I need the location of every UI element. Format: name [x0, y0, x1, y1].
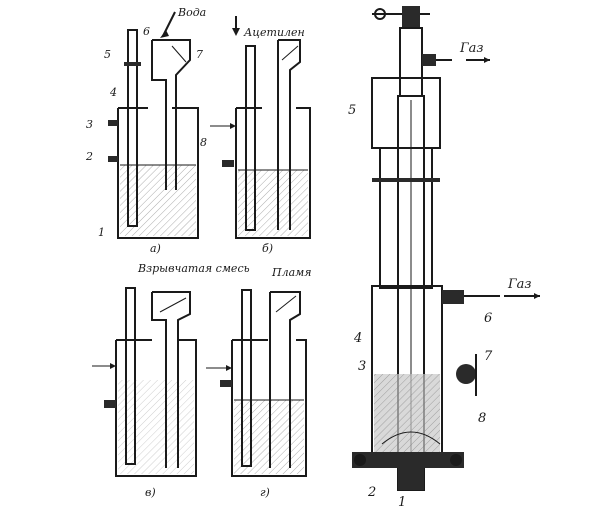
panel-d-inlet-label: Пламя: [271, 266, 312, 279]
panel-b-caption: б): [262, 242, 273, 255]
callout-7: 7: [196, 48, 203, 61]
device-callout-7: 7: [484, 349, 493, 364]
callout-3: 3: [86, 118, 93, 131]
panel-c: [92, 287, 197, 477]
panel-c-caption: в): [145, 486, 156, 499]
device-callout-1: 1: [398, 495, 406, 510]
device-callout-5: 5: [348, 103, 356, 118]
panel-a-inlet-label: Вода: [177, 6, 206, 19]
device-callout-3: 3: [358, 359, 366, 374]
callout-4: 4: [109, 86, 117, 99]
callout-6: 6: [143, 25, 150, 38]
right-device: [352, 6, 540, 491]
panel-b: [210, 16, 311, 239]
panel-d: [206, 289, 307, 477]
callout-2: 2: [85, 150, 93, 163]
device-callout-2: 2: [367, 485, 376, 500]
callout-1: 1: [98, 226, 105, 239]
gas-out-side-label: Газ: [507, 277, 531, 292]
panel-a-caption: а): [150, 242, 161, 255]
device-callout-8: 8: [478, 411, 486, 426]
device-callout-6: 6: [484, 311, 492, 326]
device-callout-4: 4: [353, 331, 362, 346]
callout-5: 5: [104, 48, 111, 61]
gas-out-top-label: Газ: [459, 41, 483, 56]
callout-8: 8: [200, 136, 207, 149]
panel-c-inlet-label: Взрывчатая смесь: [137, 262, 250, 275]
panel-a: [108, 11, 199, 239]
panel-d-caption: г): [260, 486, 270, 499]
panel-b-inlet-label: Ацетилен: [243, 26, 305, 39]
